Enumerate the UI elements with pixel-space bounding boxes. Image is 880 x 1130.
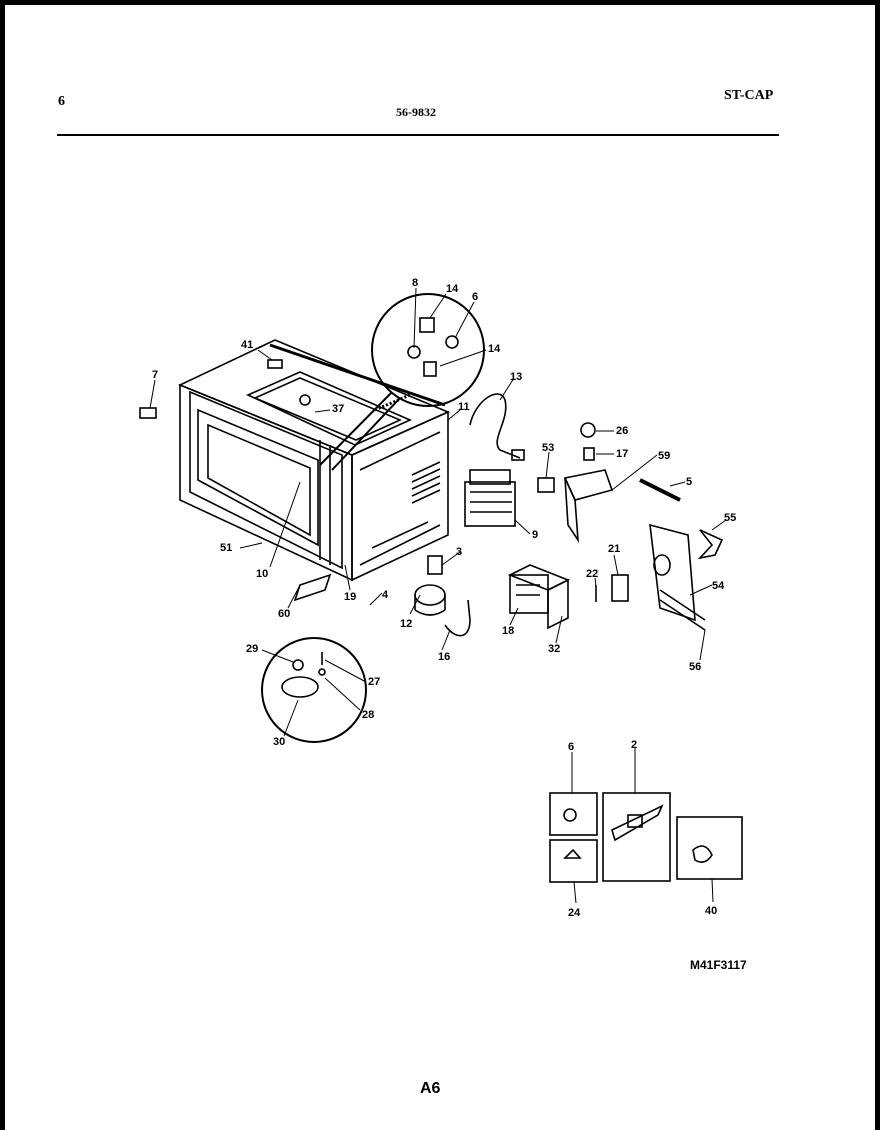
thermal-switch [611, 574, 629, 602]
callout-14-mid: 14 [488, 343, 501, 355]
callout-27: 27 [368, 676, 380, 688]
callout-41: 41 [241, 339, 253, 351]
header-rule [57, 134, 779, 136]
callout-30: 30 [273, 736, 285, 748]
callout-9: 9 [532, 529, 538, 541]
magnetron [464, 469, 516, 527]
page-id: A6 [420, 1080, 441, 1097]
page-border-left [0, 0, 5, 1130]
transformer [508, 564, 570, 630]
callout-29: 29 [246, 643, 258, 655]
page-border-top [0, 0, 880, 5]
callout-37: 37 [332, 403, 344, 415]
callout-10: 10 [256, 568, 268, 580]
page-border-right [875, 0, 880, 1130]
part-7-clip [139, 407, 157, 419]
callout-22: 22 [586, 568, 598, 580]
callout-5: 5 [686, 476, 692, 488]
callout-40: 40 [705, 905, 717, 917]
callout-18: 18 [502, 625, 514, 637]
callout-17: 17 [616, 448, 628, 460]
callout-12: 12 [400, 618, 412, 630]
callout-24: 24 [568, 907, 581, 919]
callout-53: 53 [542, 442, 554, 454]
callout-14-top: 14 [446, 283, 459, 295]
callout-54: 54 [712, 580, 725, 592]
capacitor [414, 555, 446, 616]
power-cord [469, 393, 525, 461]
callout-59: 59 [658, 450, 670, 462]
motor-detail-circle [261, 637, 367, 743]
interlock-detail-circle [319, 293, 485, 471]
callout-19: 19 [344, 591, 356, 603]
leader-lines [149, 287, 727, 904]
callout-3: 3 [456, 546, 462, 558]
callout-51: 51 [220, 542, 232, 554]
part-60-hinge [293, 573, 332, 602]
callout-60: 60 [278, 608, 290, 620]
switch [537, 477, 555, 493]
callout-56: 56 [689, 661, 701, 673]
page-number: 6 [58, 94, 65, 109]
callout-6-inset: 6 [568, 741, 574, 753]
callout-11: 11 [458, 401, 470, 413]
callout-21: 21 [608, 543, 620, 555]
part-41-clip [267, 359, 283, 369]
fan-bracket [649, 523, 724, 631]
callout-6-top: 6 [472, 291, 478, 303]
callout-16: 16 [438, 651, 450, 663]
callout-7: 7 [152, 369, 158, 381]
callout-26: 26 [616, 425, 628, 437]
cabinet-assembly [178, 339, 451, 582]
diode [444, 599, 471, 637]
callout-28: 28 [362, 709, 374, 721]
drawing-code: M41F3117 [690, 958, 747, 972]
section-code: ST-CAP [724, 88, 774, 103]
fuse-bracket [563, 422, 614, 543]
callout-2: 2 [631, 739, 637, 751]
callout-32: 32 [548, 643, 560, 655]
callout-8: 8 [412, 277, 418, 289]
part-5-rod [639, 478, 681, 502]
callout-55: 55 [724, 512, 736, 524]
model-number: 56-9832 [396, 105, 436, 119]
callout-4: 4 [382, 589, 389, 601]
callout-13: 13 [510, 371, 522, 383]
inset-boxes [549, 792, 743, 883]
